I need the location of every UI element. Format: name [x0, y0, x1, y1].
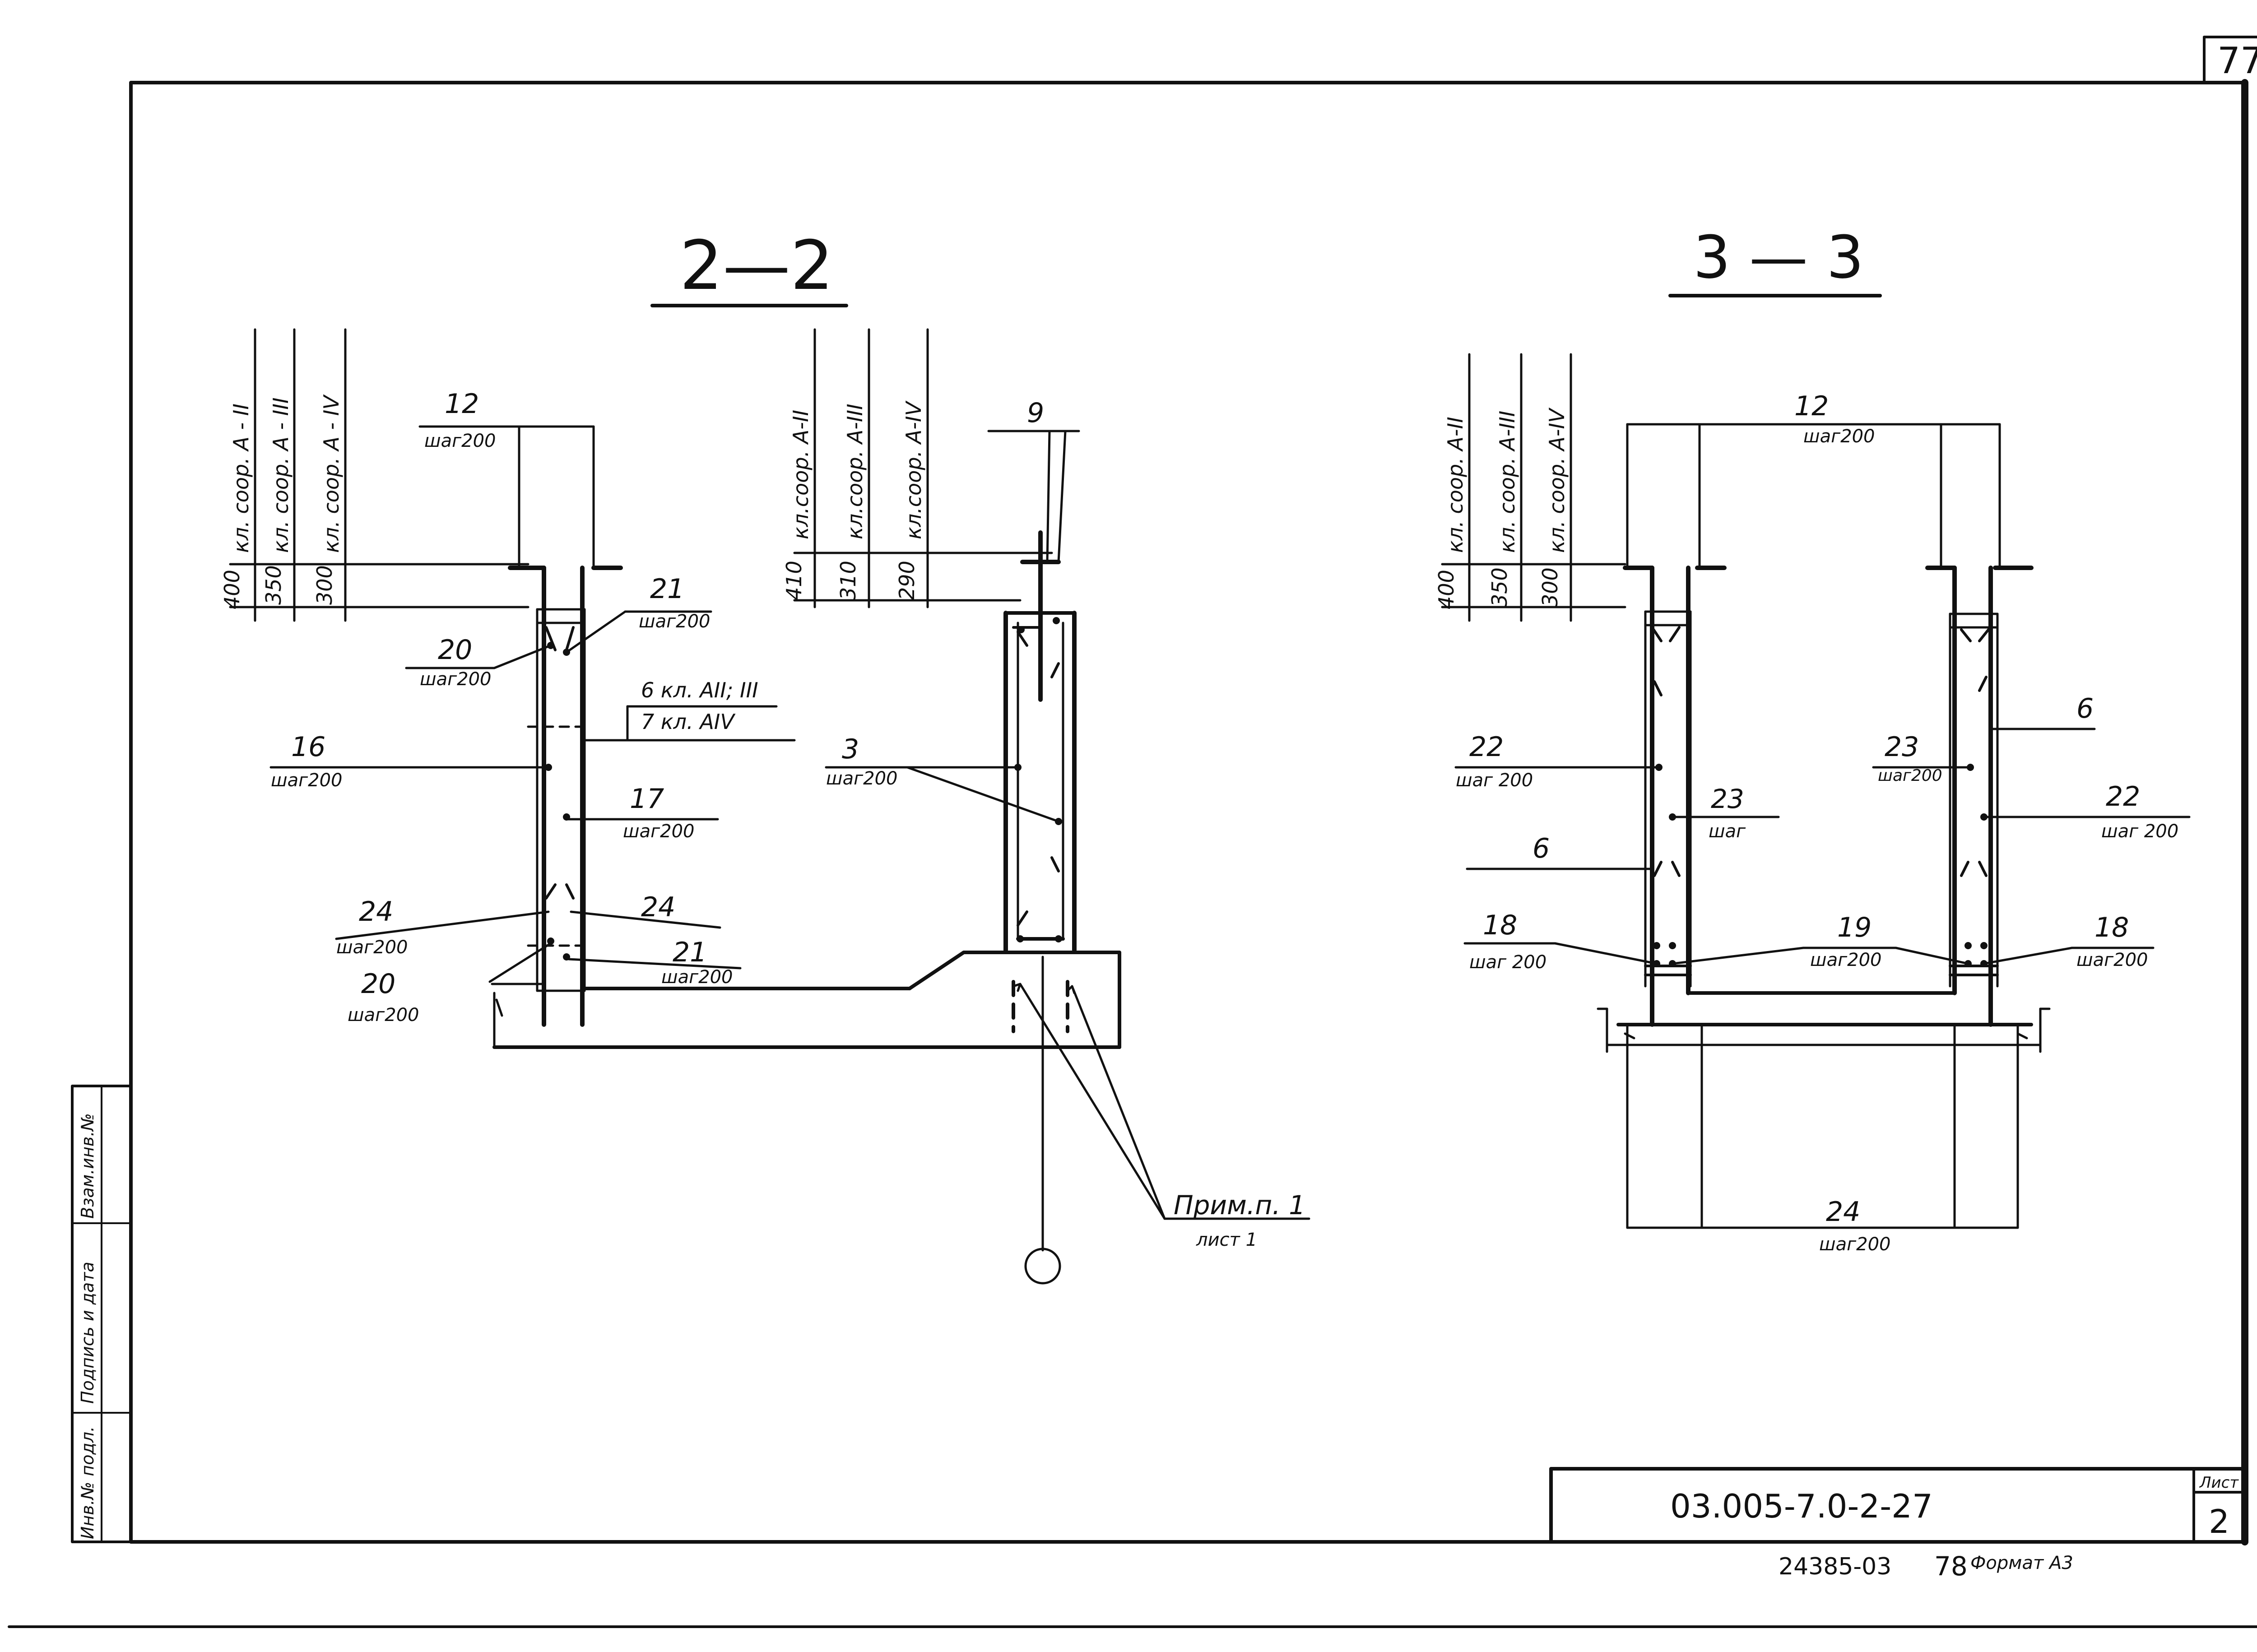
page-number: 77	[2217, 40, 2257, 82]
section-2-2-leaders	[269, 425, 1310, 1285]
section-3-3-leaders	[1454, 423, 2191, 1229]
side-stamp	[71, 1085, 132, 1543]
label-21-top: 21	[650, 573, 684, 605]
label-20-bottom: 20	[361, 968, 395, 1000]
right-dim-410: 410	[782, 561, 806, 600]
label-17: 17	[630, 783, 664, 815]
section-2-2-left-wall	[491, 566, 623, 1027]
section-3-3-left-wall	[1623, 566, 1727, 1027]
label-21-bottom: 21	[673, 937, 707, 968]
label-12-step: шаг200	[424, 431, 496, 451]
s33-label-6-right: 6	[2076, 693, 2094, 724]
label-3-step: шаг200	[826, 768, 897, 789]
s33-label-24: 24	[1826, 1196, 1860, 1228]
note-reference: Прим.п. 1	[1174, 1190, 1305, 1220]
sheet-frame	[8, 36, 2257, 1628]
section-3-3-dim-350: 350	[1487, 567, 1512, 607]
stamp-signature-date: Подпись и дата	[78, 1262, 98, 1404]
label-3: 3	[842, 733, 859, 765]
s33-label-23-right-step: шаг200	[1878, 766, 1942, 785]
left-header-class-a2: кл. соор. А - II	[229, 404, 253, 553]
section-3-3-dim-300: 300	[1538, 567, 1562, 607]
s33-label-22-right: 22	[2106, 781, 2140, 812]
right-header-class-a2: кл.соор. А-II	[789, 410, 813, 539]
label-21-bottom-step: шаг200	[661, 967, 733, 988]
right-header-class-a3: кл.соор. А-III	[843, 404, 867, 539]
s33-label-24-step: шаг200	[1819, 1234, 1890, 1255]
s33-label-18-right: 18	[2094, 912, 2129, 943]
label-16: 16	[291, 731, 325, 763]
left-header-class-a4: кл. соор. А - IV	[319, 394, 344, 553]
section-3-3-header-class-a3: кл. соор. А-III	[1495, 411, 1519, 553]
left-dim-350: 350	[261, 565, 286, 605]
s33-label-23-left-step: шаг	[1709, 821, 1746, 842]
section-3-3-header-class-a2: кл. соор. А-II	[1443, 417, 1468, 553]
s33-label-19-step: шаг200	[1810, 950, 1881, 970]
s33-label-22-right-step: шаг 200	[2101, 821, 2178, 842]
left-dim-400: 400	[220, 570, 244, 609]
s33-label-23-right: 23	[1885, 731, 1919, 763]
left-header-class-a3: кл. соор. А - III	[269, 398, 293, 553]
s33-label-18-left-step: шаг 200	[1469, 952, 1546, 973]
bottom-note-left: 24385-03	[1779, 1553, 1891, 1580]
label-16-step: шаг200	[271, 770, 342, 791]
label-20-bottom-step: шаг200	[348, 1005, 419, 1026]
stamp-original-inventory: Инв.№ подл.	[78, 1426, 98, 1539]
section-3-3-base-slab	[1597, 991, 2051, 1053]
stamp-replaced-inventory: Взам.инв.№	[78, 1113, 98, 1219]
bottom-note-mid: 78	[1934, 1551, 1968, 1582]
label-24-left-step: шаг200	[336, 937, 408, 958]
label-7-class: 7 кл. АIV	[641, 710, 736, 734]
label-21-top-step: шаг200	[639, 611, 710, 632]
s33-label-19: 19	[1837, 912, 1872, 943]
note-reference-sheet: лист 1	[1196, 1230, 1257, 1250]
s33-label-18-left: 18	[1483, 910, 1517, 941]
label-20-top: 20	[438, 634, 472, 666]
sheet-number: 2	[2209, 1503, 2229, 1541]
label-24-left: 24	[359, 896, 393, 928]
section-2-2-left-class-table	[229, 328, 529, 622]
section-3-3-right-wall	[1925, 566, 2034, 1027]
bottom-note-format: Формат А3	[1970, 1553, 2073, 1573]
section-3-3-title: 3 — 3	[1693, 223, 1864, 292]
label-6-class: 6 кл. АII; III	[641, 678, 758, 702]
s33-label-12: 12	[1794, 390, 1829, 422]
s33-label-18-right-step: шаг200	[2076, 950, 2148, 970]
s33-label-6-left: 6	[1533, 833, 1550, 864]
label-9: 9	[1027, 397, 1044, 429]
right-dim-290: 290	[895, 561, 919, 600]
label-17-step: шаг200	[623, 821, 694, 842]
section-2-2-right-wall	[1003, 530, 1077, 952]
title-block	[1549, 1467, 2247, 1544]
s33-label-22-left: 22	[1469, 731, 1504, 763]
s33-label-12-step: шаг200	[1803, 426, 1875, 447]
label-24-right: 24	[641, 891, 675, 923]
section-2-2-base-slab	[492, 951, 1121, 1049]
section-3-3-header-class-a4: кл. соор. А-IV	[1545, 407, 1569, 553]
right-header-class-a4: кл.соор. А-IV	[901, 400, 926, 539]
section-3-3-class-table	[1441, 353, 1626, 622]
section-2-2-right-class-table	[793, 328, 1053, 608]
section-3-3-dim-400: 400	[1434, 570, 1458, 609]
label-12: 12	[445, 388, 479, 420]
s33-label-22-left-step: шаг 200	[1456, 770, 1533, 791]
label-20-top-step: шаг200	[420, 669, 491, 690]
section-2-2-title: 2—2	[680, 227, 834, 305]
document-code: 03.005-7.0-2-27	[1670, 1487, 1933, 1525]
sheet-label: Лист	[2199, 1474, 2239, 1492]
s33-label-23-left: 23	[1711, 784, 1744, 814]
left-dim-300: 300	[312, 565, 337, 605]
right-dim-310: 310	[836, 561, 860, 600]
